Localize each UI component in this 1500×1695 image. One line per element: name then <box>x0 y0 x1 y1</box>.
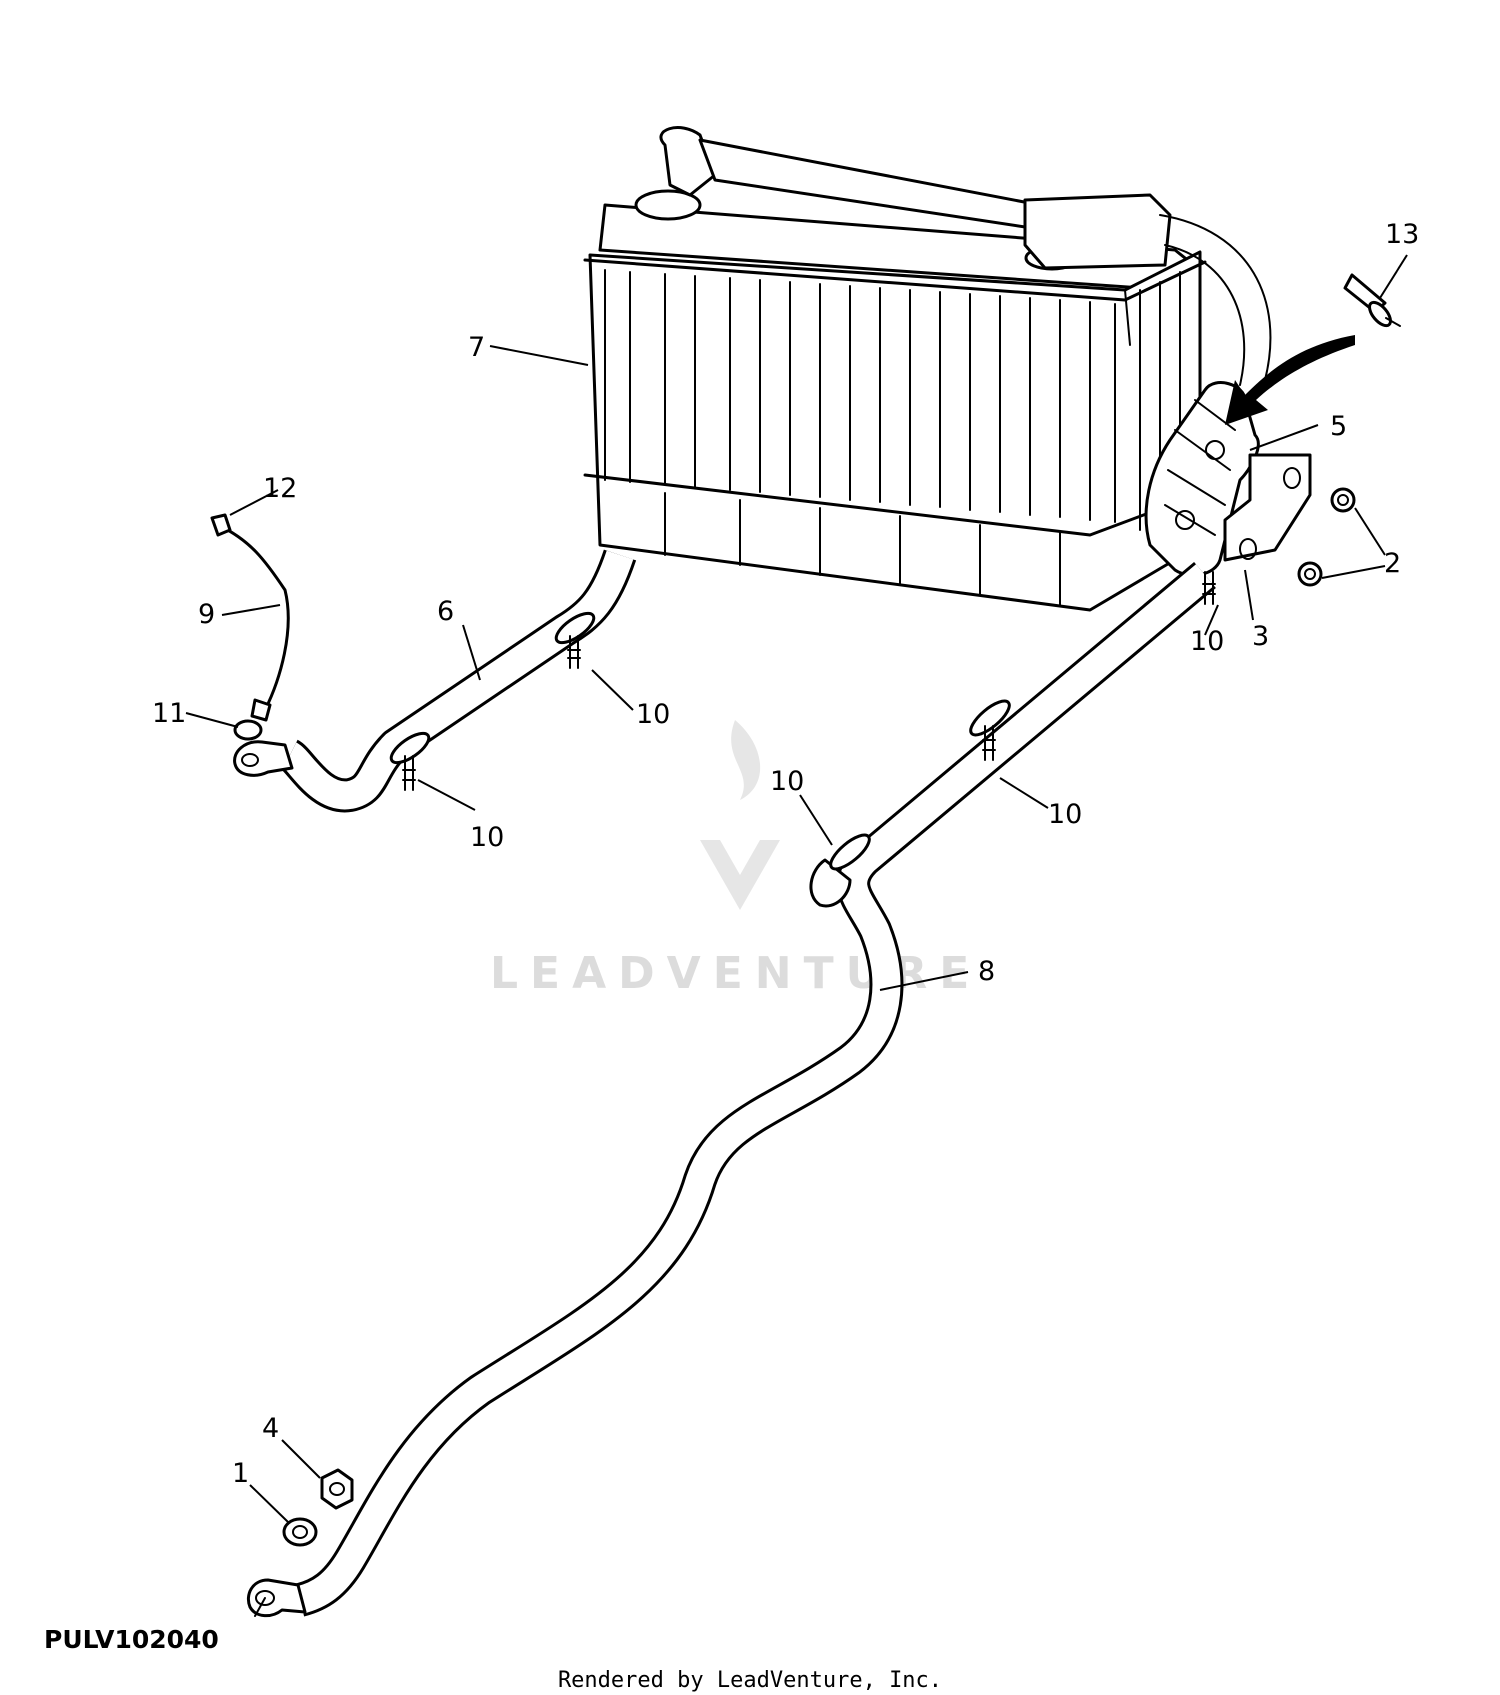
watermark: LEADVENTURE <box>490 720 981 999</box>
figure-code: PULV102040 <box>44 1625 219 1654</box>
callout-12: 12 <box>263 473 297 504</box>
callout-7: 7 <box>468 332 485 363</box>
cable-tie <box>829 833 871 871</box>
callout-1: 1 <box>232 1458 249 1489</box>
ground-strap <box>210 513 290 722</box>
callout-2: 2 <box>1384 548 1401 579</box>
callout-6: 6 <box>437 596 454 627</box>
render-credit: Rendered by LeadVenture, Inc. <box>557 1668 943 1693</box>
callout-4: 4 <box>262 1413 279 1444</box>
hex-nuts <box>1297 487 1356 587</box>
cable-tie <box>554 611 596 669</box>
callouts: 7 12 9 11 6 10 10 10 10 10 8 5 2 3 13 4 … <box>152 219 1419 1489</box>
cable-ties <box>389 571 1216 871</box>
cable-8 <box>246 561 1216 1618</box>
callout-10-a: 10 <box>636 699 670 730</box>
callout-9: 9 <box>198 599 215 630</box>
cable-tie <box>969 699 1011 761</box>
callout-10-d: 10 <box>770 766 804 797</box>
battery-bracket <box>1144 381 1260 577</box>
cable-tie <box>1202 571 1216 605</box>
mounting-plate <box>1223 453 1312 562</box>
callout-8: 8 <box>978 956 995 987</box>
terminal-hardware <box>282 1468 354 1547</box>
callout-3: 3 <box>1252 621 1269 652</box>
watermark-logo-icon <box>700 720 780 910</box>
callout-13: 13 <box>1385 219 1419 250</box>
watermark-text: LEADVENTURE <box>490 948 981 999</box>
cable-6 <box>233 549 637 813</box>
callout-10-e: 10 <box>1190 626 1224 657</box>
callout-11: 11 <box>152 698 186 729</box>
star-washer <box>233 719 263 741</box>
push-rivet <box>1343 273 1401 328</box>
callout-5: 5 <box>1330 411 1347 442</box>
callout-10-b: 10 <box>470 822 504 853</box>
callout-10-c: 10 <box>1048 799 1082 830</box>
cable-tie <box>389 731 431 791</box>
leader-lines <box>185 254 1408 1523</box>
install-arrow-icon <box>1225 335 1355 425</box>
